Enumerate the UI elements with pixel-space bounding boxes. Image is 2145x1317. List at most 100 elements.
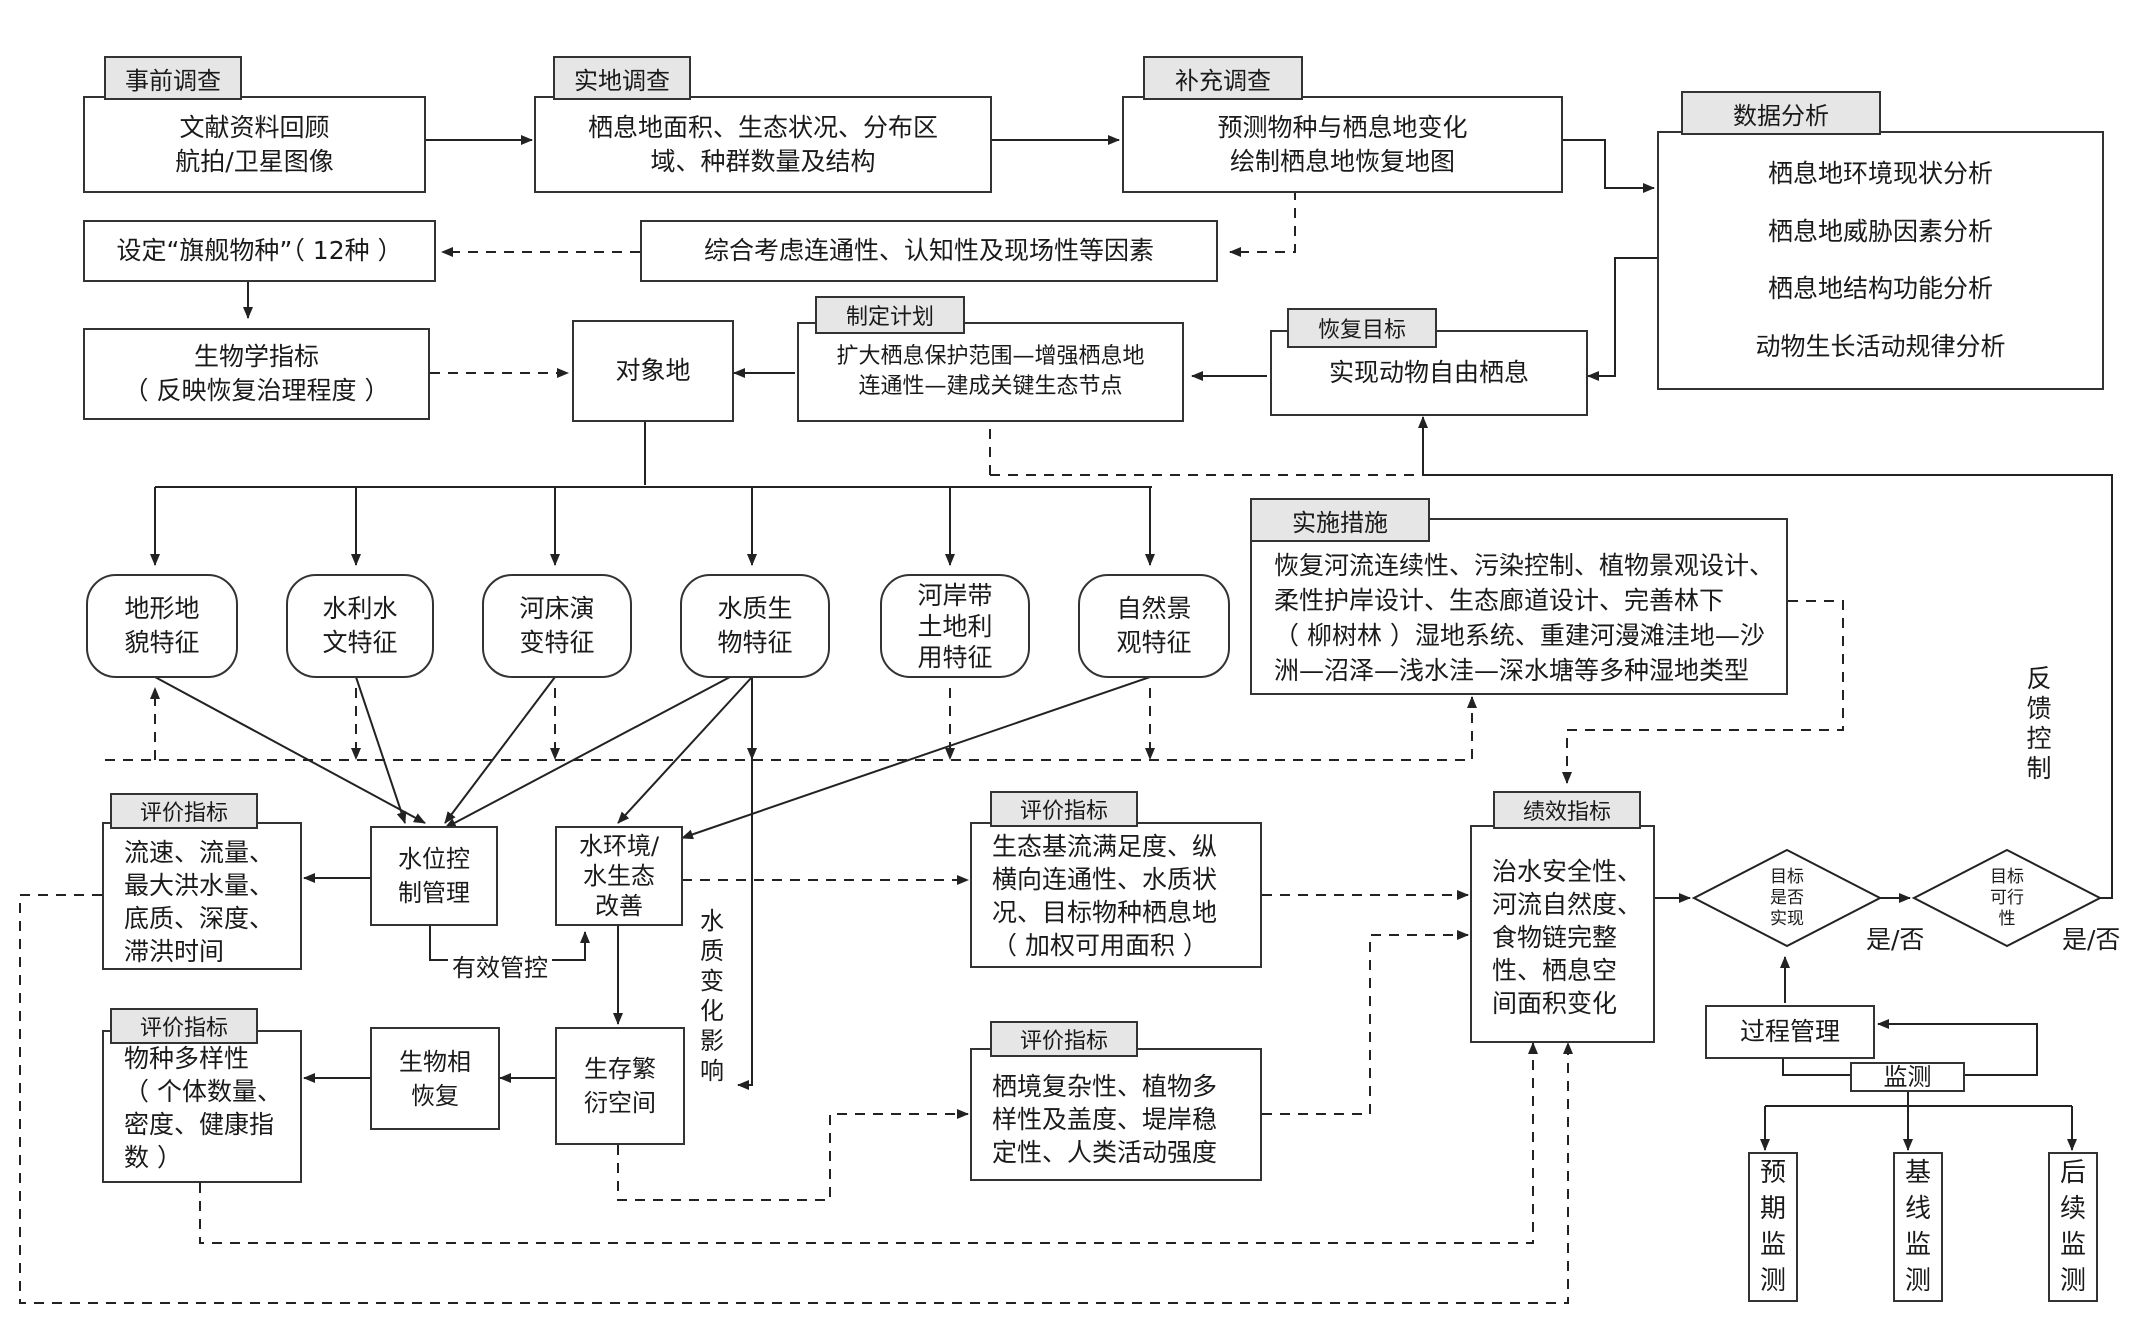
eval3-line: 数 ） bbox=[124, 1143, 182, 1172]
pre-survey-line1: 文献资料回顾 bbox=[179, 112, 330, 142]
feature-riverbed: 河床演 变特征 bbox=[482, 574, 632, 678]
decision1-answer: 是/否 bbox=[1866, 925, 1925, 954]
analysis-item: 动物生长活动规律分析 bbox=[1755, 332, 2006, 362]
decision2-text: 目标 可行 性 bbox=[1972, 862, 2042, 934]
eval3-line: 物种多样性 bbox=[124, 1044, 250, 1073]
habitat-space-line1: 生存繁 bbox=[584, 1055, 656, 1083]
feature-line: 文特征 bbox=[322, 628, 398, 657]
monitor-followup: 后续监测 bbox=[2048, 1152, 2098, 1302]
feature-hydrology: 水利水 文特征 bbox=[286, 574, 434, 678]
decision2-diamond bbox=[1912, 848, 2102, 948]
eval1-line: 底质、深度、 bbox=[124, 904, 275, 933]
feature-line: 地形地 bbox=[124, 594, 200, 623]
feature-line: 河岸带 bbox=[917, 580, 993, 610]
field-survey-line1: 栖息地面积、生态状况、分布区 bbox=[587, 112, 938, 142]
monitor-expected: 预期监测 bbox=[1748, 1152, 1798, 1302]
performance-tag: 绩效指标 bbox=[1493, 791, 1641, 829]
feature-line: 水质生 bbox=[717, 594, 793, 623]
data-analysis-box: 栖息地环境现状分析 栖息地威胁因素分析 栖息地结构功能分析 动物生长活动规律分析 bbox=[1657, 131, 2104, 390]
eval1-line: 流速、流量、 bbox=[124, 838, 275, 867]
decision1-line: 目标 bbox=[1770, 866, 1804, 887]
eval3-box: 物种多样性 （ 个体数量、 密度、健康指 数 ） bbox=[102, 1030, 302, 1183]
performance-line: 食物链完整 bbox=[1492, 923, 1618, 952]
analysis-item: 栖息地威胁因素分析 bbox=[1767, 216, 1993, 246]
eval1-line: 最大洪水量、 bbox=[124, 871, 275, 900]
performance-line: 性、栖息空 bbox=[1492, 956, 1618, 985]
bio-indicator-line2: （ 反映恢复治理程度 ） bbox=[123, 376, 390, 405]
feature-line: 自然景 bbox=[1116, 594, 1192, 623]
process-management-text: 过程管理 bbox=[1739, 1017, 1840, 1046]
field-survey-box: 栖息地面积、生态状况、分布区 域、种群数量及结构 bbox=[534, 96, 992, 193]
monitoring-box: 监测 bbox=[1850, 1062, 1965, 1092]
habitat-space-box: 生存繁 衍空间 bbox=[555, 1027, 685, 1145]
factors-text: 综合考虑连通性、认知性及现场性等因素 bbox=[703, 236, 1154, 265]
feature-line: 用特征 bbox=[917, 642, 993, 672]
supplement-tag: 补充调查 bbox=[1143, 56, 1303, 100]
decision2-line: 目标 bbox=[1990, 866, 2024, 887]
eval3-line: （ 个体数量、 bbox=[124, 1077, 282, 1106]
performance-line: 河流自然度、 bbox=[1492, 890, 1643, 919]
pre-survey-line2: 航拍/卫星图像 bbox=[175, 146, 334, 176]
decision1-text: 目标 是否 实现 bbox=[1752, 862, 1822, 934]
decision2-line: 可行 bbox=[1990, 887, 2024, 908]
plan-box: 扩大栖息保护范围—增强栖息地 连通性—建成关键生态节点 bbox=[797, 322, 1184, 422]
decision1-diamond bbox=[1692, 848, 1882, 948]
feature-terrain: 地形地 貌特征 bbox=[86, 574, 238, 678]
measures-line: 柔性护岸设计、生态廊道设计、完善林下 bbox=[1274, 585, 1725, 615]
bio-restore-line2: 恢复 bbox=[411, 1081, 459, 1110]
performance-line: 治水安全性、 bbox=[1492, 857, 1643, 886]
analysis-item: 栖息地结构功能分析 bbox=[1767, 274, 1993, 304]
habitat-space-line2: 衍空间 bbox=[584, 1089, 656, 1117]
eval3-tag: 评价指标 bbox=[110, 1008, 258, 1044]
feature-line: 变特征 bbox=[519, 628, 595, 657]
bio-indicator-box: 生物学指标 （ 反映恢复治理程度 ） bbox=[83, 328, 430, 420]
analysis-item: 栖息地环境现状分析 bbox=[1767, 158, 1993, 188]
water-env-line3: 改善 bbox=[595, 892, 643, 920]
factors-box: 综合考虑连通性、认知性及现场性等因素 bbox=[640, 220, 1218, 282]
bio-indicator-line1: 生物学指标 bbox=[193, 342, 319, 371]
measures-line: 恢复河流连续性、污染控制、植物景观设计、 bbox=[1274, 550, 1775, 580]
eval1-box: 流速、流量、 最大洪水量、 底质、深度、 滞洪时间 bbox=[102, 822, 302, 970]
field-survey-line2: 域、种群数量及结构 bbox=[650, 146, 876, 176]
eval4-tag: 评价指标 bbox=[990, 1021, 1138, 1057]
decision2-line: 性 bbox=[1998, 908, 2016, 929]
monitoring-text: 监测 bbox=[1883, 1063, 1932, 1091]
eval4-line: 样性及盖度、堤岸稳 bbox=[992, 1105, 1218, 1134]
monitor-label: 基线监测 bbox=[1904, 1158, 1931, 1296]
decision1-line: 实现 bbox=[1770, 908, 1804, 929]
pre-survey-tag: 事前调查 bbox=[104, 56, 242, 100]
feature-landscape: 自然景 观特征 bbox=[1078, 574, 1230, 678]
feature-line: 观特征 bbox=[1116, 628, 1192, 657]
measures-box: 恢复河流连续性、污染控制、植物景观设计、 柔性护岸设计、生态廊道设计、完善林下 … bbox=[1250, 518, 1788, 695]
eval2-box: 生态基流满足度、纵 横向连通性、水质状 况、目标物种栖息地 （ 加权可用面积 ） bbox=[970, 822, 1262, 968]
plan-line2: 连通性—建成关键生态节点 bbox=[858, 374, 1123, 399]
eval4-line: 栖境复杂性、植物多 bbox=[992, 1072, 1218, 1101]
target-site-box: 对象地 bbox=[572, 320, 734, 422]
supplement-survey-box: 预测物种与栖息地变化 绘制栖息地恢复地图 bbox=[1122, 96, 1563, 193]
measures-line: 洲—沼泽—浅水洼—深水塘等多种湿地类型 bbox=[1274, 655, 1750, 685]
feature-line: 物特征 bbox=[717, 628, 793, 657]
effective-control-label: 有效管控 bbox=[448, 948, 552, 983]
eval2-line: 况、目标物种栖息地 bbox=[992, 898, 1218, 927]
eval1-tag: 评价指标 bbox=[110, 793, 258, 829]
decision1-line: 是否 bbox=[1770, 887, 1804, 908]
water-env-line1: 水环境/ bbox=[578, 832, 660, 860]
feedback-control-label: 反馈控制 bbox=[2026, 664, 2052, 783]
eval2-tag: 评价指标 bbox=[990, 791, 1138, 827]
eval2-line: 生态基流满足度、纵 bbox=[992, 832, 1218, 861]
water-level-box: 水位控 制管理 bbox=[370, 826, 498, 926]
supplement-line1: 预测物种与栖息地变化 bbox=[1217, 112, 1468, 142]
pre-survey-box: 文献资料回顾 航拍/卫星图像 bbox=[83, 96, 426, 193]
feature-line: 貌特征 bbox=[124, 628, 200, 657]
goal-text: 实现动物自由栖息 bbox=[1328, 358, 1529, 387]
feature-water-quality: 水质生 物特征 bbox=[680, 574, 830, 678]
field-survey-tag: 实地调查 bbox=[553, 56, 691, 100]
monitor-label: 后续监测 bbox=[2059, 1158, 2086, 1296]
monitor-baseline: 基线监测 bbox=[1893, 1152, 1943, 1302]
feature-line: 土地利 bbox=[917, 611, 993, 641]
decision2-answer: 是/否 bbox=[2062, 925, 2121, 954]
measures-tag: 实施措施 bbox=[1250, 498, 1430, 542]
plan-tag: 制定计划 bbox=[815, 296, 965, 334]
